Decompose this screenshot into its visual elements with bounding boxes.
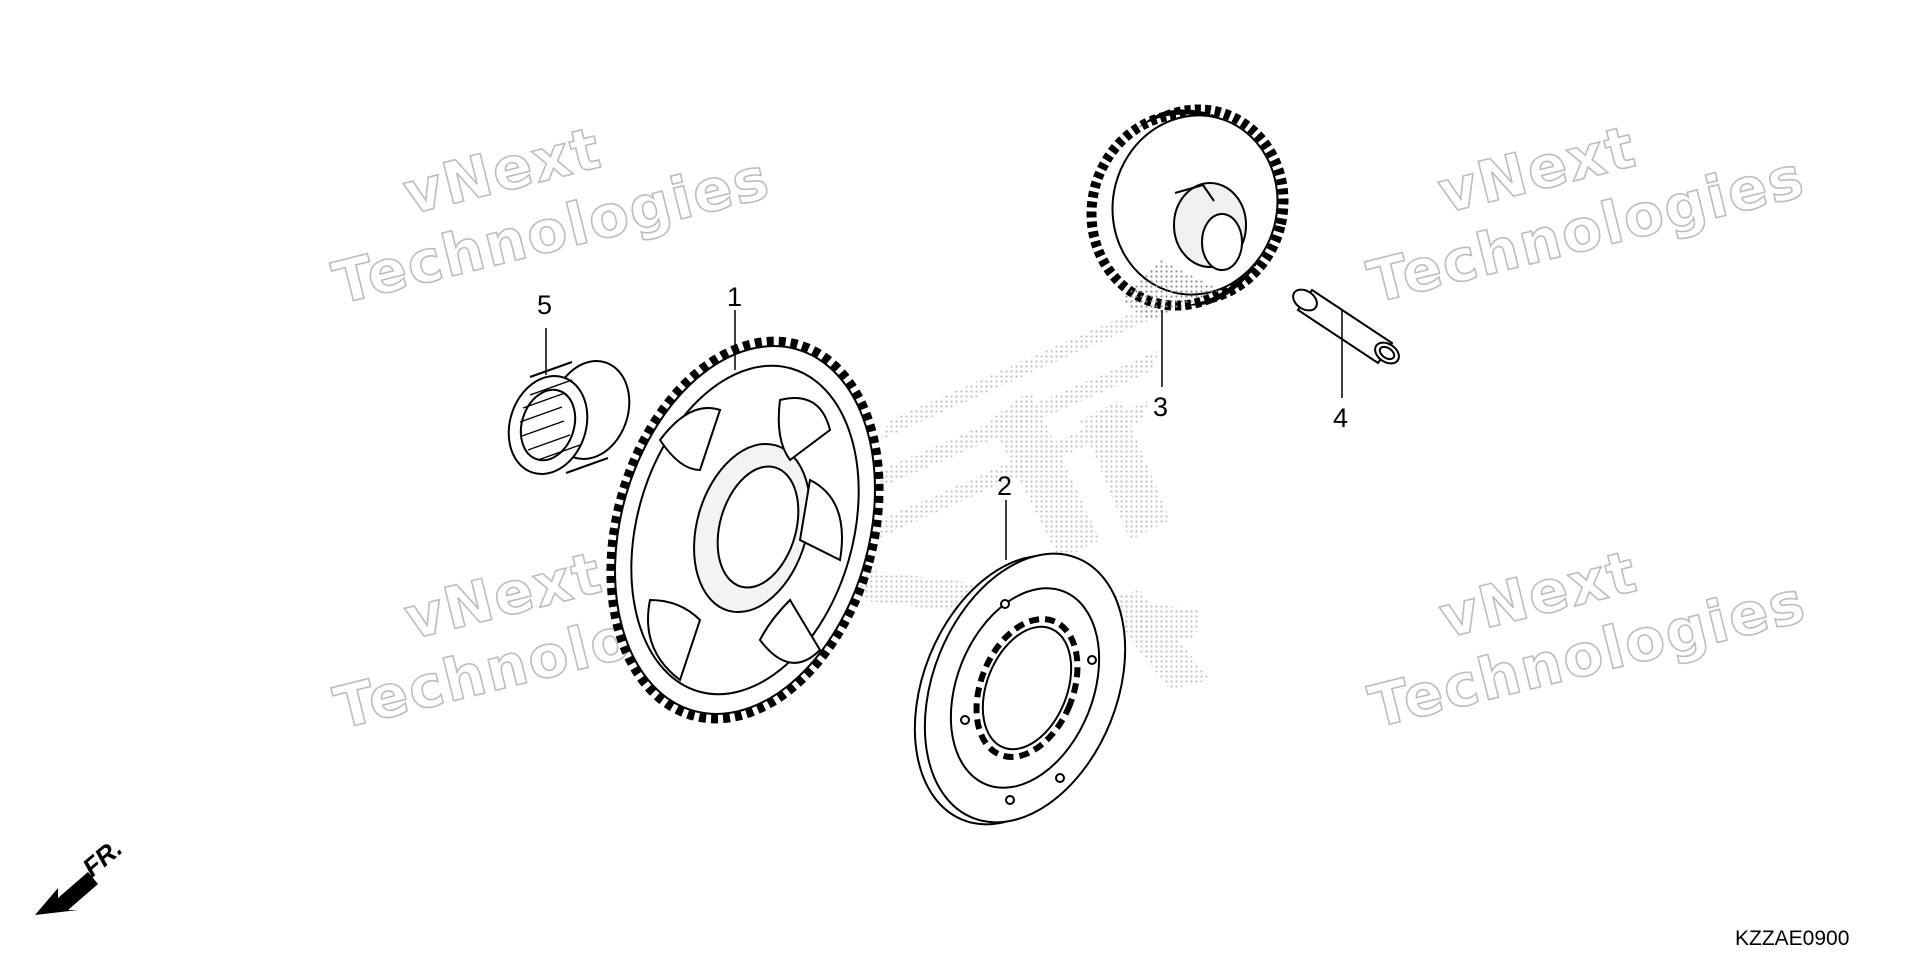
front-label: FR. <box>77 833 128 883</box>
idle-gear-shaft-part-4 <box>1292 288 1400 365</box>
starter-idle-gear-part-3 <box>1086 104 1289 320</box>
watermark-bottom-right: vNext Technologies <box>1362 536 1814 742</box>
starter-driven-gear-part-1 <box>606 336 884 724</box>
front-arrow-icon <box>35 872 98 915</box>
leader-lines <box>545 310 1343 560</box>
diagram-code: KZZAE0900 <box>1735 927 1849 950</box>
callout-3: 3 <box>1153 392 1168 422</box>
callout-5: 5 <box>537 290 552 320</box>
callout-2: 2 <box>997 471 1012 501</box>
callout-1: 1 <box>727 282 742 312</box>
watermark-top-left: vNext Technologies <box>326 113 778 319</box>
one-way-clutch-part-2 <box>913 552 1127 826</box>
callout-4: 4 <box>1333 403 1348 433</box>
front-direction-indicator: FR. <box>35 833 128 915</box>
watermark-top-right: vNext Technologies <box>1361 111 1813 317</box>
needle-bearing-part-5 <box>507 360 631 475</box>
